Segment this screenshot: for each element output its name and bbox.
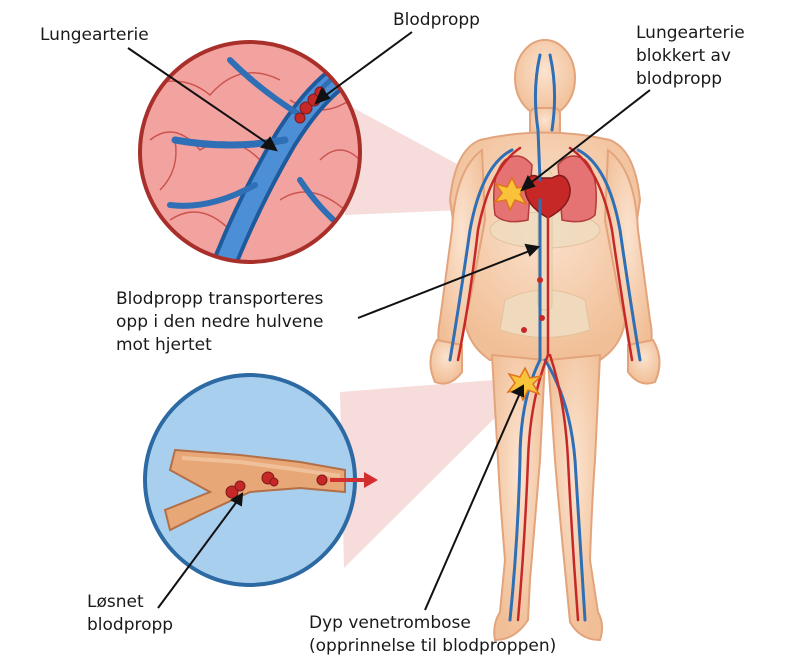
pulmonary-artery-magnifier [138, 40, 362, 264]
flow-arrow-icon [364, 472, 378, 488]
label-blocked-line-3: blodpropp [636, 69, 723, 89]
label-dvt-line-2: (opprinnelse til blodproppen) [309, 636, 557, 656]
leader-pulmonary-artery [127, 47, 271, 146]
label-dvt: Dyp venetrombose (opprinnelse til blodpr… [309, 612, 556, 658]
label-transport-line-1: Blodpropp transporteres [116, 289, 324, 309]
label-transport-line-3: mot hjertet [116, 335, 212, 355]
label-loosened-line-1: Løsnet [87, 592, 144, 612]
label-loosened-clot: Løsnet blodpropp [87, 591, 173, 637]
label-clot: Blodpropp [393, 10, 480, 30]
label-blocked-line-1: Lungearterie [636, 23, 745, 43]
leader-dvt [424, 392, 521, 611]
leader-loose-clot [157, 499, 239, 609]
leader-transport [357, 249, 533, 319]
label-transport: Blodpropp transporteres opp i den nedre … [116, 288, 323, 357]
leader-blocked [527, 89, 651, 186]
leader-clot [321, 31, 413, 99]
label-blocked-line-2: blokkert av [636, 46, 731, 66]
lungs [493, 155, 597, 223]
loose-clot-magnifier [143, 373, 378, 587]
human-body [429, 39, 661, 642]
label-dvt-line-1: Dyp venetrombose [309, 613, 471, 633]
label-blocked-artery: Lungearterie blokkert av blodpropp [636, 22, 745, 91]
label-pulmonary-artery: Lungearterie [40, 25, 149, 45]
label-loosened-line-2: blodpropp [87, 615, 174, 635]
dvt-star-icon [506, 366, 544, 402]
label-transport-line-2: opp i den nedre hulvene [116, 312, 324, 332]
magnify-cone-bottom [340, 378, 525, 568]
